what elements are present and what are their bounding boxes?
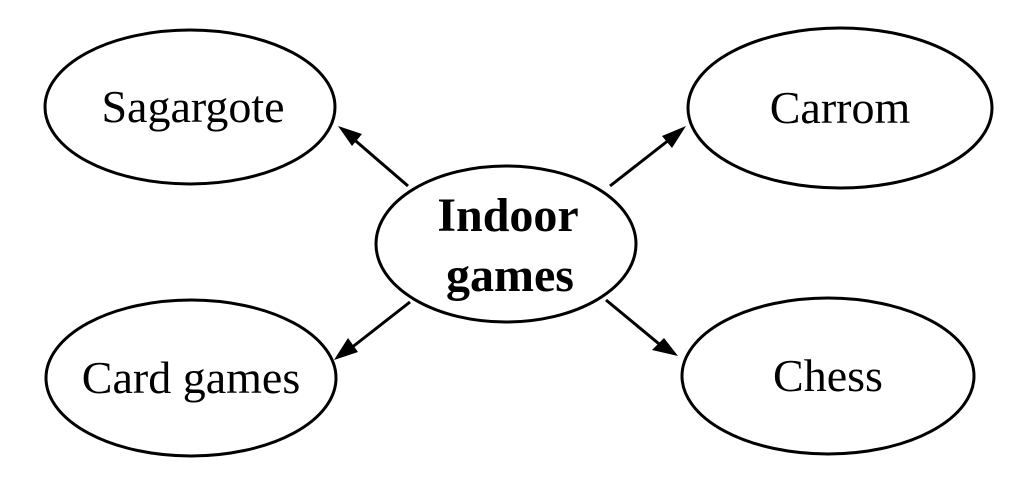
node-label-sagargote: Sagargote — [101, 81, 284, 132]
node-card-games: Card games — [44, 298, 338, 458]
arrows — [334, 126, 686, 360]
center-node-indoor-games: Indoor games — [374, 164, 638, 324]
arrow-to-sagargote — [349, 134, 409, 188]
arrow-to-card-games — [345, 300, 411, 354]
center-label-line2: games — [446, 249, 574, 302]
center-label-line1: Indoor — [437, 189, 578, 242]
arrowhead-chess — [652, 338, 678, 356]
node-label-carrom: Carrom — [770, 82, 911, 133]
node-label-card-games: Card games — [82, 352, 300, 403]
node-label-chess: Chess — [773, 350, 883, 401]
node-sagargote: Sagargote — [43, 28, 337, 186]
node-chess: Chess — [680, 296, 976, 456]
arrowhead-sagargote — [338, 126, 362, 146]
arrowhead-carrom — [662, 126, 686, 148]
node-carrom: Carrom — [686, 26, 994, 190]
arrow-to-carrom — [609, 134, 675, 188]
arrow-to-chess — [605, 298, 665, 350]
arrowhead-card-games — [334, 338, 358, 360]
